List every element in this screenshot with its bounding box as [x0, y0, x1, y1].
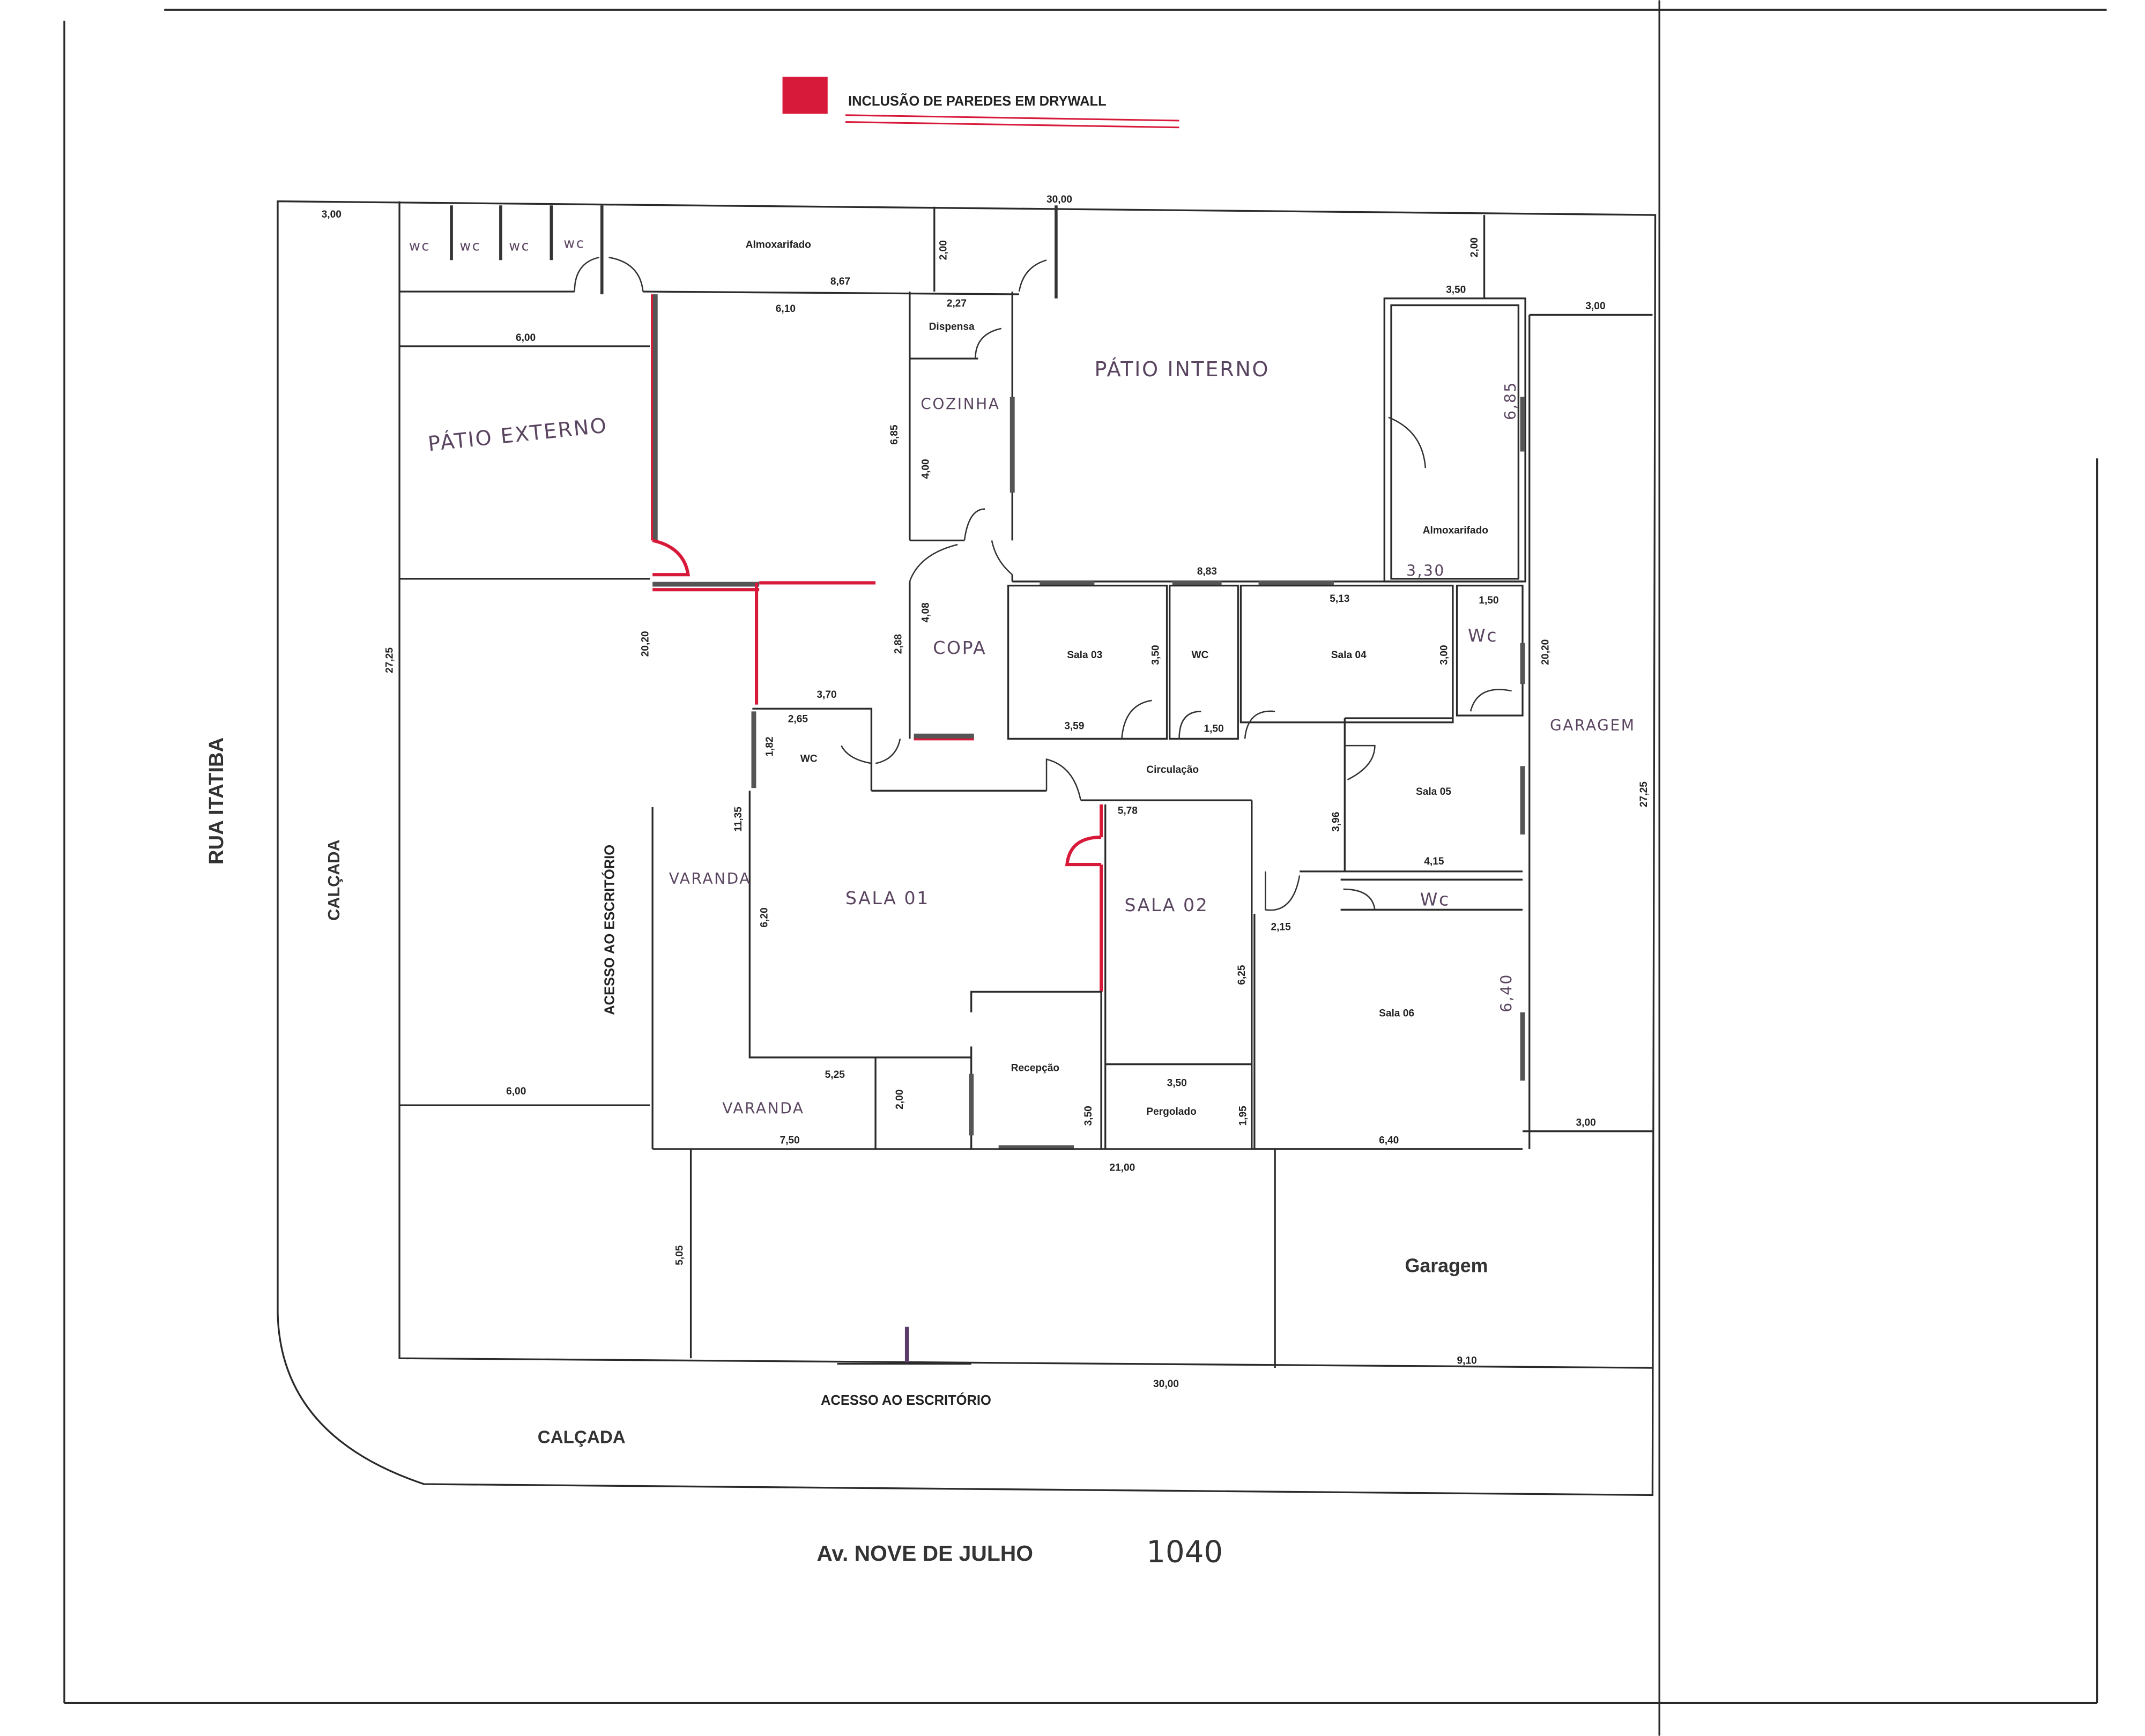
room-varanda-side: VARANDA: [669, 870, 751, 888]
room-sala-05: Sala 05: [1416, 786, 1451, 798]
room-wc-small: Wc: [1420, 889, 1450, 910]
dimension: 5,78: [1118, 806, 1138, 817]
dimension: 4,15: [1424, 856, 1444, 867]
street-side-label: RUA ITATIBA: [205, 737, 228, 865]
dimension: 7,50: [780, 1135, 799, 1146]
room-almoxarifado-right: Almoxarifado: [1423, 525, 1488, 537]
dimension: 3,50: [1150, 645, 1161, 665]
room-wc-mid: WC: [1191, 650, 1208, 661]
room-wc-3: wc: [509, 238, 530, 254]
dimension: 3,50: [1446, 285, 1466, 296]
access-front-label: ACESSO AO ESCRITÓRIO: [821, 1392, 991, 1408]
dimension: 3,96: [1331, 812, 1342, 832]
dimension: 6,25: [1236, 965, 1248, 985]
dimension: 3,70: [817, 689, 836, 701]
room-recepcao: Recepção: [1011, 1062, 1059, 1074]
room-wc-right: Wc: [1468, 625, 1498, 646]
dimension: 2,00: [894, 1090, 905, 1109]
dimension: 3,00: [1576, 1117, 1596, 1128]
dimension: 30,00: [1046, 194, 1072, 205]
dimension: 20,20: [640, 631, 651, 657]
room-garagem-front: Garagem: [1405, 1255, 1488, 1277]
room-sala-02: SALA 02: [1124, 895, 1208, 915]
room-sala-06: Sala 06: [1379, 1008, 1414, 1019]
access-side-label: ACESSO AO ESCRITÓRIO: [602, 845, 618, 1015]
room-circulacao: Circulação: [1146, 764, 1199, 776]
street-front-label: Av. NOVE DE JULHO: [817, 1541, 1033, 1566]
dimension: 27,25: [1638, 781, 1650, 807]
dimension: 1,95: [1238, 1106, 1249, 1126]
dimension: 2,15: [1271, 922, 1291, 933]
dimension: 9,10: [1457, 1355, 1477, 1366]
dimension: 30,00: [1153, 1379, 1179, 1390]
dimension: 6,40: [1379, 1135, 1399, 1146]
room-wc-2: wc: [459, 238, 481, 254]
dimension: 8,83: [1197, 566, 1217, 577]
dimension-labels: 3,00 30,00 2,00 8,67 2,27 6,10 6,00 2,00…: [322, 194, 1650, 1390]
dimension: 2,00: [938, 240, 949, 260]
dimension: 6,00: [506, 1086, 526, 1097]
dimension: 27,25: [384, 647, 395, 673]
dimension: 2,65: [788, 714, 808, 725]
dimension: 6,40: [1498, 973, 1516, 1012]
dimension: 3,00: [322, 209, 342, 220]
room-pergolado: Pergolado: [1146, 1106, 1197, 1117]
dimension: 20,20: [1540, 639, 1551, 665]
dimension: 4,00: [921, 459, 932, 479]
dimension: 3,59: [1064, 721, 1084, 732]
dimension: 2,27: [947, 298, 967, 309]
dimension: 6,20: [759, 907, 770, 927]
dimension: 1,50: [1204, 724, 1223, 735]
dimension: 6,85: [889, 424, 900, 445]
dimension: 6,85: [1502, 381, 1519, 420]
room-wc-left: WC: [800, 754, 818, 765]
page-frame: [63, 0, 2107, 1736]
legend: INCLUSÃO DE PAREDES EM DRYWALL: [782, 77, 1179, 129]
dimension: 6,00: [516, 332, 536, 344]
room-patio-interno: PÁTIO INTERNO: [1094, 356, 1270, 382]
dimension: 1,82: [765, 736, 776, 756]
dimension: 3,00: [1585, 301, 1605, 312]
room-sala-04: Sala 04: [1331, 650, 1367, 661]
dimension: 11,35: [733, 807, 744, 832]
sidewalk-side-label: CALÇADA: [325, 839, 343, 920]
room-garagem-side: GARAGEM: [1550, 717, 1635, 734]
dimension: 5,13: [1330, 593, 1349, 605]
dimension: 3,50: [1167, 1077, 1187, 1089]
room-cozinha: COZINHA: [921, 395, 1000, 413]
building-walls: [399, 205, 1531, 1150]
dimension: 2,00: [1469, 237, 1480, 257]
dimension: 5,05: [674, 1245, 685, 1265]
street-number: 1040: [1146, 1534, 1223, 1569]
dimension: 2,88: [893, 634, 904, 654]
room-wc-1: wc: [409, 238, 431, 254]
sidewalk-front-label: CALÇADA: [538, 1427, 626, 1447]
room-varanda-front: VARANDA: [722, 1100, 804, 1117]
lot-outline: [277, 200, 1657, 1496]
room-patio-externo: PÁTIO EXTERNO: [427, 412, 609, 456]
room-almoxarifado-top: Almoxarifado: [746, 239, 811, 250]
dimension: 3,00: [1439, 645, 1450, 665]
legend-label: INCLUSÃO DE PAREDES EM DRYWALL: [848, 93, 1107, 109]
dimension: 3,30: [1406, 562, 1445, 580]
room-copa: COPA: [933, 637, 986, 658]
dimension: 3,50: [1083, 1106, 1094, 1126]
room-wc-4: wc: [563, 235, 585, 251]
legend-swatch: [782, 77, 828, 114]
dimension: 8,67: [830, 276, 850, 287]
dimension: 4,08: [921, 602, 932, 623]
dimension: 6,10: [776, 303, 796, 315]
room-dispensa: Dispensa: [929, 321, 975, 332]
dimension: 1,50: [1479, 595, 1498, 606]
dimension: 21,00: [1109, 1163, 1135, 1174]
dimension: 5,25: [825, 1069, 845, 1081]
room-sala-01: SALA 01: [845, 888, 930, 908]
room-sala-03: Sala 03: [1067, 650, 1102, 661]
